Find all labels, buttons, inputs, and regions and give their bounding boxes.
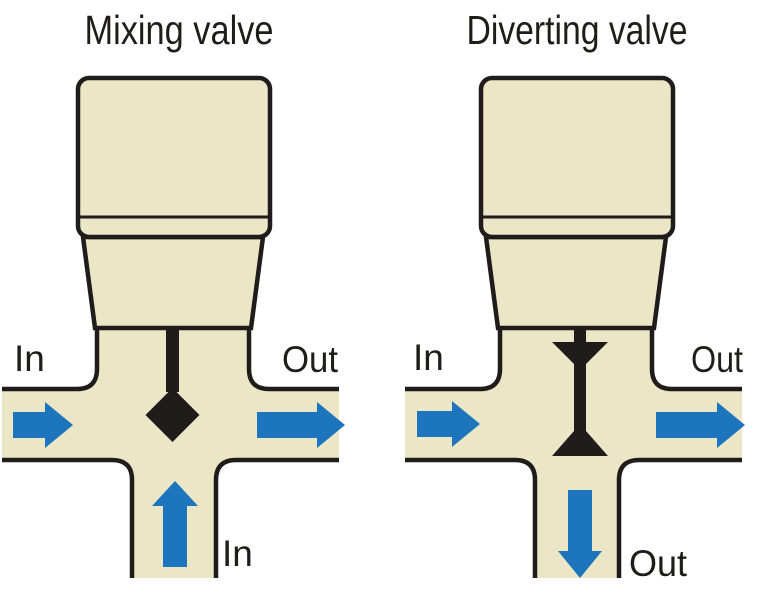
hourglass-plug-icon (552, 328, 608, 456)
mixing-valve-figure: Mixing valve In Out In (2, 7, 345, 578)
mixing-bottom-port-label: In (222, 533, 253, 574)
diverting-valve-title: Diverting valve (467, 7, 688, 53)
valve-body-outline (405, 330, 742, 578)
flow-out-bottom-arrow (558, 490, 602, 578)
flow-in-bottom-arrow (152, 481, 198, 567)
mixing-valve-title: Mixing valve (85, 7, 274, 53)
diverting-left-port-label: In (413, 337, 444, 378)
valve-bonnet-neck (483, 234, 669, 331)
mixing-left-port-label: In (14, 338, 45, 379)
valve-bonnet-neck (80, 234, 266, 331)
diamond-plug-icon (145, 388, 200, 442)
valve-actuator-cap (75, 75, 273, 240)
flow-out-right-arrow (656, 402, 745, 448)
valve-stem (166, 328, 179, 392)
diverting-valve-figure: Diverting valve In Out Out (405, 7, 745, 584)
diverting-bottom-port-label: Out (629, 543, 688, 584)
valve-actuator-cap (478, 75, 676, 240)
diverting-right-port-label: Out (691, 339, 744, 380)
flow-out-right-arrow (257, 402, 345, 448)
mixing-right-port-label: Out (282, 339, 339, 380)
flow-in-left-arrow (417, 401, 480, 447)
valve-body-outline (2, 330, 339, 578)
flow-in-left-arrow (13, 402, 73, 448)
